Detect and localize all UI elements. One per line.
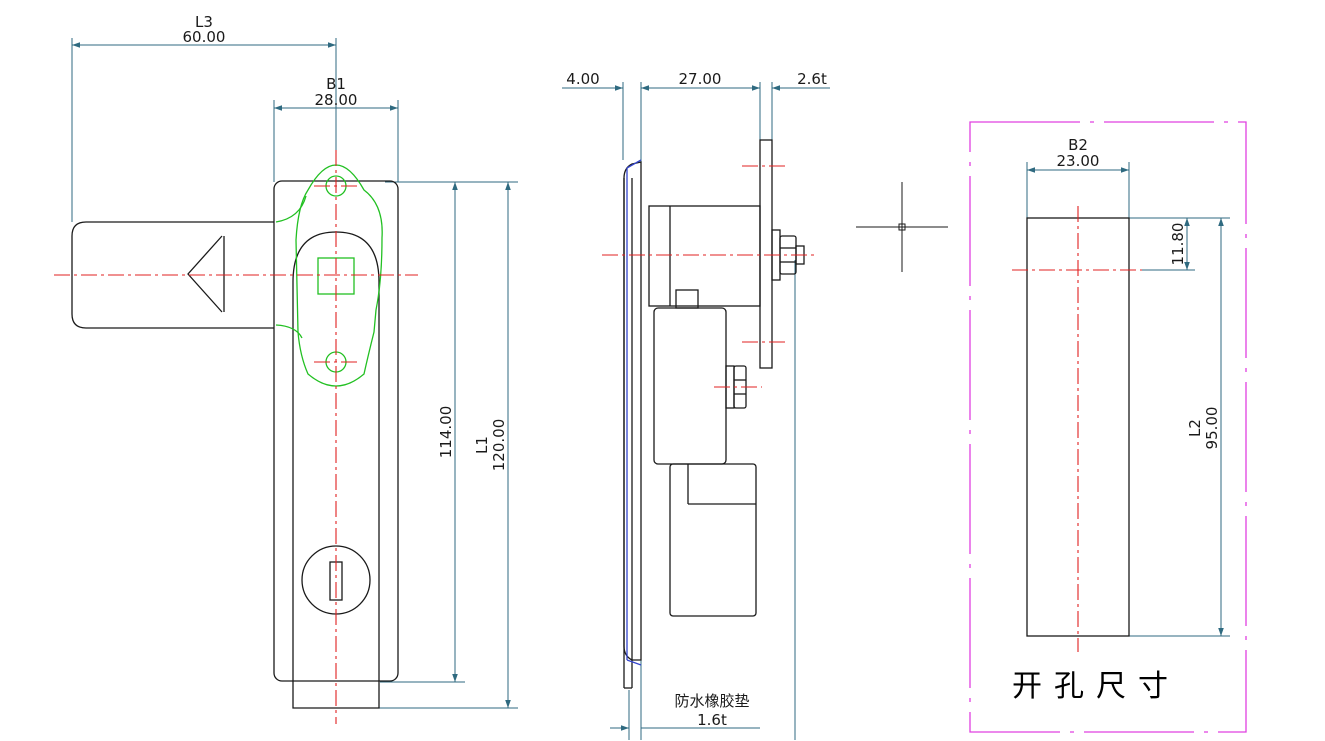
reference-crosshair: [856, 182, 948, 272]
lock-housing: [648, 205, 761, 307]
front-view: L3 60.00 B1 28.00 114.00 L1 120.00: [54, 13, 518, 724]
cutout-border: [969, 121, 1247, 733]
l2-value: 95.00: [1203, 407, 1221, 450]
height-114-value: 114.00: [437, 406, 455, 459]
panel-plate: [759, 139, 773, 369]
gasket-lines: [626, 159, 642, 666]
latch-body: [653, 307, 727, 465]
cutout-centerlines: [1012, 206, 1142, 652]
side-dimensions: [562, 82, 830, 740]
cutout-title: 开孔尺寸: [1012, 669, 1180, 704]
front-dimensions: [71, 38, 518, 709]
offset-value: 11.80: [1169, 223, 1187, 266]
front-centerlines: [54, 150, 418, 724]
l2-name: L2: [1186, 419, 1204, 437]
gasket-thickness: 1.6t: [697, 711, 727, 729]
side-view: 4.00 27.00 2.6t 防水橡胶垫 1.6t: [562, 70, 830, 740]
handle-lever: [71, 221, 274, 329]
side-dim-b: 27.00: [679, 70, 722, 88]
b1-value: 28.00: [315, 91, 358, 109]
side-dim-c: 2.6t: [797, 70, 827, 88]
bracket: [669, 463, 757, 617]
b2-name: B2: [1068, 136, 1088, 154]
b1-name: B1: [326, 75, 346, 93]
gasket-label: 防水橡胶垫: [674, 692, 749, 710]
l3-value: 60.00: [183, 28, 226, 46]
b2-value: 23.00: [1057, 152, 1100, 170]
l3-name: L3: [195, 13, 213, 31]
arrow-marking: [187, 235, 223, 313]
cutout-view: B2 23.00 11.80 L2 95.00 开孔尺寸: [969, 121, 1247, 733]
cutout-dimensions: [1026, 162, 1230, 637]
side-centerlines: [602, 165, 815, 388]
l1-name: L1: [473, 436, 491, 454]
l1-value: 120.00: [490, 419, 508, 472]
side-dim-a: 4.00: [566, 70, 599, 88]
front-outline: [71, 180, 399, 709]
side-outline: [623, 139, 805, 689]
